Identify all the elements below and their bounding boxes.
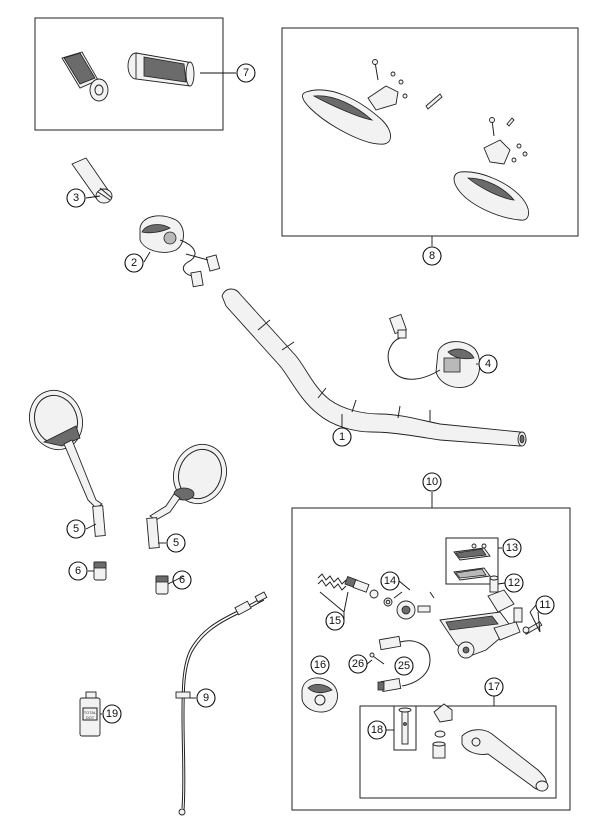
pivot-bolt — [522, 611, 543, 635]
callout-18: 18 — [367, 720, 387, 740]
callout-label: 14 — [384, 575, 396, 587]
mirror-adapter-right — [155, 575, 169, 595]
callout-label: 3 — [73, 192, 79, 204]
callout-14: 14 — [380, 571, 400, 591]
handlebar — [221, 288, 527, 447]
grips-box — [34, 17, 224, 131]
callout-19: 19 — [102, 704, 122, 724]
callout-label: 5 — [73, 523, 79, 535]
lever-protector — [301, 677, 338, 713]
callout-10: 10 — [422, 472, 442, 492]
callout-label: 26 — [352, 658, 364, 670]
brake-fluid-bottle: TOTAL DOT — [79, 691, 102, 737]
callout-2: 2 — [124, 253, 144, 273]
handguard-group — [281, 27, 579, 246]
callout-17: 17 — [484, 677, 504, 697]
callout-6a: 6 — [68, 561, 88, 581]
left-handguard — [302, 59, 443, 145]
callout-12: 12 — [504, 573, 524, 593]
left-switch — [139, 215, 221, 288]
callout-label: 1 — [339, 431, 345, 443]
svg-text:DOT: DOT — [86, 715, 95, 720]
callout-label: 25 — [398, 660, 410, 672]
callout-label: 5 — [173, 537, 179, 549]
mirror-left — [29, 389, 106, 537]
push-rod-boot — [393, 591, 435, 620]
callout-label: 18 — [371, 724, 383, 736]
callout-label: 11 — [539, 599, 550, 611]
callout-5a: 5 — [66, 519, 86, 539]
callout-15: 15 — [325, 611, 345, 631]
left-grip — [61, 51, 109, 102]
svg-text:TOTAL: TOTAL — [84, 710, 97, 715]
right-switch — [387, 313, 481, 388]
right-handguard — [453, 117, 529, 221]
callout-label: 7 — [243, 67, 249, 79]
callout-label: 4 — [485, 358, 491, 370]
callout-1: 1 — [332, 427, 352, 447]
brake-light-switch — [369, 635, 431, 693]
callout-25: 25 — [394, 656, 414, 676]
pin-box — [393, 705, 417, 751]
callout-label: 12 — [508, 577, 520, 589]
callout-label: 17 — [488, 681, 500, 693]
lever-bushing — [432, 703, 453, 759]
mirror-right — [146, 443, 227, 549]
callout-label: 2 — [131, 257, 137, 269]
callout-label: 6 — [179, 574, 185, 586]
callout-label: 10 — [426, 476, 438, 488]
callout-9: 9 — [196, 688, 216, 708]
callout-3: 3 — [66, 188, 86, 208]
lever-box — [359, 705, 557, 799]
throttle-cable — [175, 591, 268, 816]
brake-lever — [461, 729, 549, 792]
callout-label: 19 — [106, 708, 118, 720]
callout-26: 26 — [348, 654, 368, 674]
callout-label: 8 — [429, 250, 435, 262]
right-grip — [127, 52, 195, 87]
mirror-adapter-left — [88, 561, 107, 581]
callout-5b: 5 — [166, 533, 186, 553]
callout-11: 11 — [535, 595, 555, 615]
callout-13: 13 — [502, 538, 522, 558]
callout-label: 6 — [75, 565, 81, 577]
reservoir-cap — [453, 543, 491, 581]
callout-label: 13 — [506, 542, 518, 554]
callout-8: 8 — [422, 246, 442, 266]
brake-box — [291, 507, 571, 811]
brake-group — [291, 492, 571, 811]
callout-label: 15 — [329, 615, 341, 627]
callout-4: 4 — [478, 354, 498, 374]
handguard-box — [281, 27, 579, 237]
lever-pin — [398, 707, 412, 745]
piston-kit — [317, 573, 393, 613]
grips-group — [34, 17, 236, 131]
callout-label: 16 — [314, 659, 326, 671]
master-cylinder — [439, 589, 523, 659]
reservoir-cap-box — [445, 537, 499, 585]
callout-6b: 6 — [172, 570, 192, 590]
callout-7: 7 — [236, 63, 256, 83]
callout-16: 16 — [310, 655, 330, 675]
throttle-tube — [71, 157, 113, 204]
callout-label: 9 — [203, 692, 209, 704]
cap-screw-part — [489, 575, 499, 593]
